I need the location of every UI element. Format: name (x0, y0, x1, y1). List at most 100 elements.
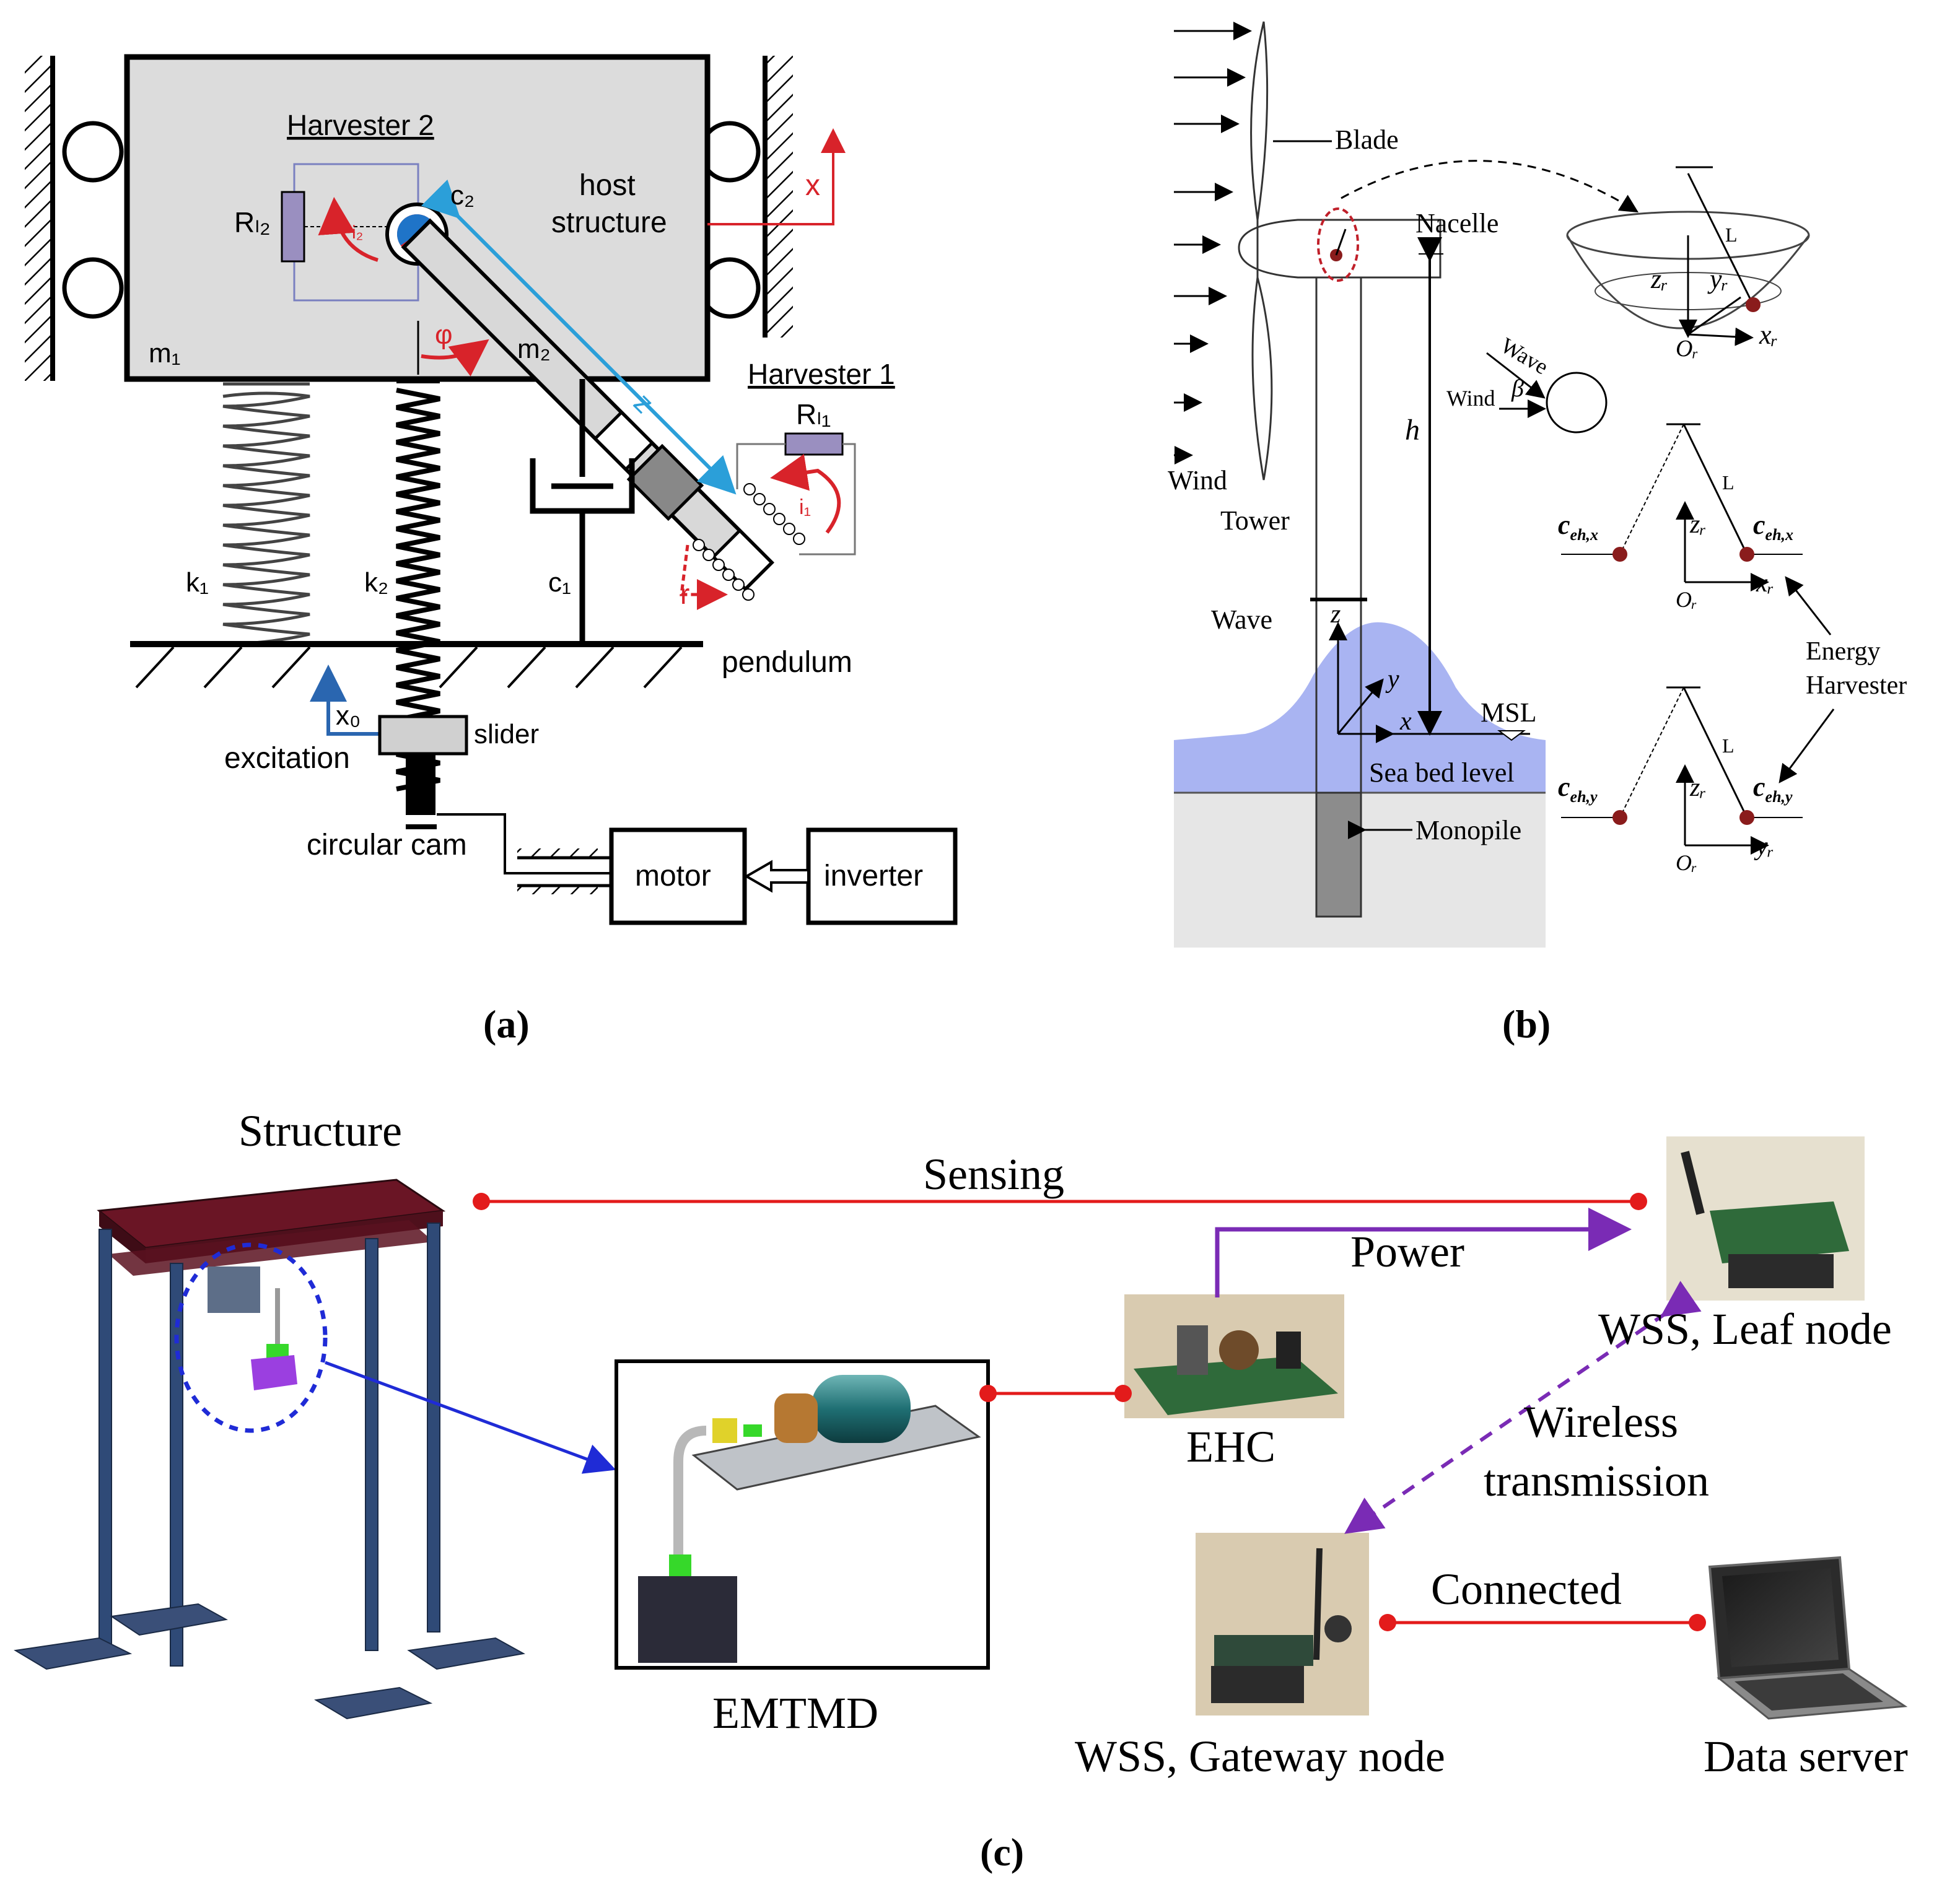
label-beta: β (1511, 374, 1524, 402)
label-xr-bowl: xᵣ (1759, 320, 1778, 350)
label-zr-px: zᵣ (1689, 510, 1707, 539)
emtmd-model (638, 1375, 981, 1663)
panel-b: Blade Nacelle Wind Tower Wave h MSL Sea … (1168, 21, 1907, 1046)
label-inverter: inverter (824, 860, 923, 892)
current-i1-arrow (770, 454, 841, 534)
label-motor: motor (635, 860, 711, 892)
label-structure: Structure (238, 1106, 402, 1156)
zoom-arc (1341, 160, 1639, 213)
label-circular-cam: circular cam (307, 829, 467, 861)
bowl-harvester (1566, 166, 1810, 346)
label-axis-y: y (1385, 665, 1399, 694)
label-ceh-y-right: ceh,y (1753, 772, 1793, 806)
label-L-px: L (1722, 471, 1735, 494)
coord-axes-b (1329, 622, 1394, 743)
label-transmission: transmission (1484, 1456, 1709, 1506)
label-ehc: EHC (1186, 1422, 1275, 1471)
label-zr-bowl: zᵣ (1650, 264, 1668, 294)
label-pendulum: pendulum (722, 646, 852, 679)
label-k2: k₂ (364, 567, 388, 598)
label-emtmd: EMTMD (712, 1688, 878, 1738)
label-rl2: Rₗ₂ (234, 206, 271, 238)
label-monopile: Monopile (1415, 815, 1521, 845)
pendulum-x (1561, 423, 1803, 591)
label-axis-z: z (1330, 600, 1341, 629)
label-small-wind: Wind (1446, 386, 1495, 411)
label-zr-py: zᵣ (1689, 774, 1707, 802)
label-excitation: excitation (224, 742, 350, 775)
label-wave: Wave (1211, 604, 1272, 635)
label-k1: k₁ (186, 567, 209, 598)
monopile (1315, 791, 1362, 918)
label-wss-gateway: WSS, Gateway node (1075, 1732, 1445, 1781)
r-arrow (680, 544, 728, 610)
nacelle (1238, 219, 1442, 279)
ehc-photo (1124, 1294, 1344, 1418)
label-c1: c₁ (548, 567, 571, 598)
inverter-box (806, 827, 958, 925)
label-harvester1: Harvester 1 (748, 358, 895, 390)
right-wall (763, 56, 793, 338)
resistor-rl2 (281, 191, 305, 263)
x-arrow (707, 128, 846, 225)
label-c2: c₂ (450, 180, 475, 211)
label-ceh-y-left: ceh,y (1558, 772, 1598, 806)
label-data-server: Data server (1704, 1732, 1908, 1781)
tmd-highlight-ellipse (174, 1242, 328, 1433)
label-wind: Wind (1168, 465, 1227, 495)
label-energy: Energy (1806, 637, 1881, 666)
link-power (1215, 1208, 1632, 1297)
label-connected: Connected (1431, 1564, 1622, 1614)
label-rl1: Rₗ₁ (796, 398, 831, 430)
label-sea-bed: Sea bed level (1369, 757, 1515, 788)
link-emtmd-ehc (979, 1385, 1132, 1402)
wss-gateway-photo (1196, 1533, 1369, 1715)
zoom-to-emtmd-arrow (325, 1361, 616, 1474)
label-xr-px: xᵣ (1756, 569, 1774, 598)
spring-k1 (222, 382, 310, 646)
link-wireless (1344, 1281, 1702, 1534)
motor-box (609, 827, 747, 925)
label-m2: m₂ (517, 334, 551, 364)
label-host-line1: host (579, 169, 636, 202)
inverter-to-motor-arrow (743, 860, 810, 893)
link-sensing (473, 1193, 1647, 1210)
resistor-rl1 (784, 432, 844, 456)
pendulum-y (1561, 686, 1803, 855)
label-power: Power (1350, 1227, 1464, 1276)
label-yr-py: yᵣ (1754, 832, 1774, 861)
label-axis-x: x (1399, 707, 1412, 736)
panel-a: Harvester 2 Rₗ₂ i₂ c₂ host structure x m… (25, 54, 958, 1046)
label-harvester: Harvester (1806, 671, 1907, 700)
caption-b: (b) (1502, 1002, 1551, 1046)
z-axis-line (421, 179, 737, 495)
left-wall (25, 56, 55, 381)
wss-leaf-photo (1666, 1136, 1865, 1301)
label-x: x (805, 169, 820, 202)
label-harvester2: Harvester 2 (287, 109, 434, 141)
label-i1: i₁ (799, 495, 811, 519)
label-msl: MSL (1481, 697, 1536, 728)
label-r: r (680, 578, 689, 610)
label-wireless: Wireless (1524, 1397, 1678, 1447)
label-ceh-x-right: ceh,x (1753, 510, 1793, 544)
label-L-bowl: L (1725, 224, 1738, 246)
label-blade: Blade (1335, 124, 1399, 155)
label-sensing: Sensing (923, 1149, 1064, 1199)
link-connected (1379, 1614, 1706, 1631)
caption-a: (a) (483, 1002, 530, 1046)
damper-c1 (530, 379, 635, 644)
wind-arrows (1174, 22, 1252, 464)
phi-arc (421, 339, 489, 377)
label-phi: φ (435, 320, 453, 350)
label-i2: i₂ (352, 222, 363, 243)
label-host-line2: structure (551, 206, 667, 239)
label-L-py: L (1722, 735, 1735, 757)
blade (1250, 21, 1273, 481)
label-or-py: Oᵣ (1676, 850, 1697, 875)
label-ceh-x-left: ceh,x (1558, 510, 1598, 544)
structure-frame (14, 1179, 616, 1720)
label-h: h (1405, 414, 1420, 447)
caption-c: (c) (980, 1830, 1024, 1874)
label-yr-bowl: yᵣ (1707, 264, 1728, 294)
